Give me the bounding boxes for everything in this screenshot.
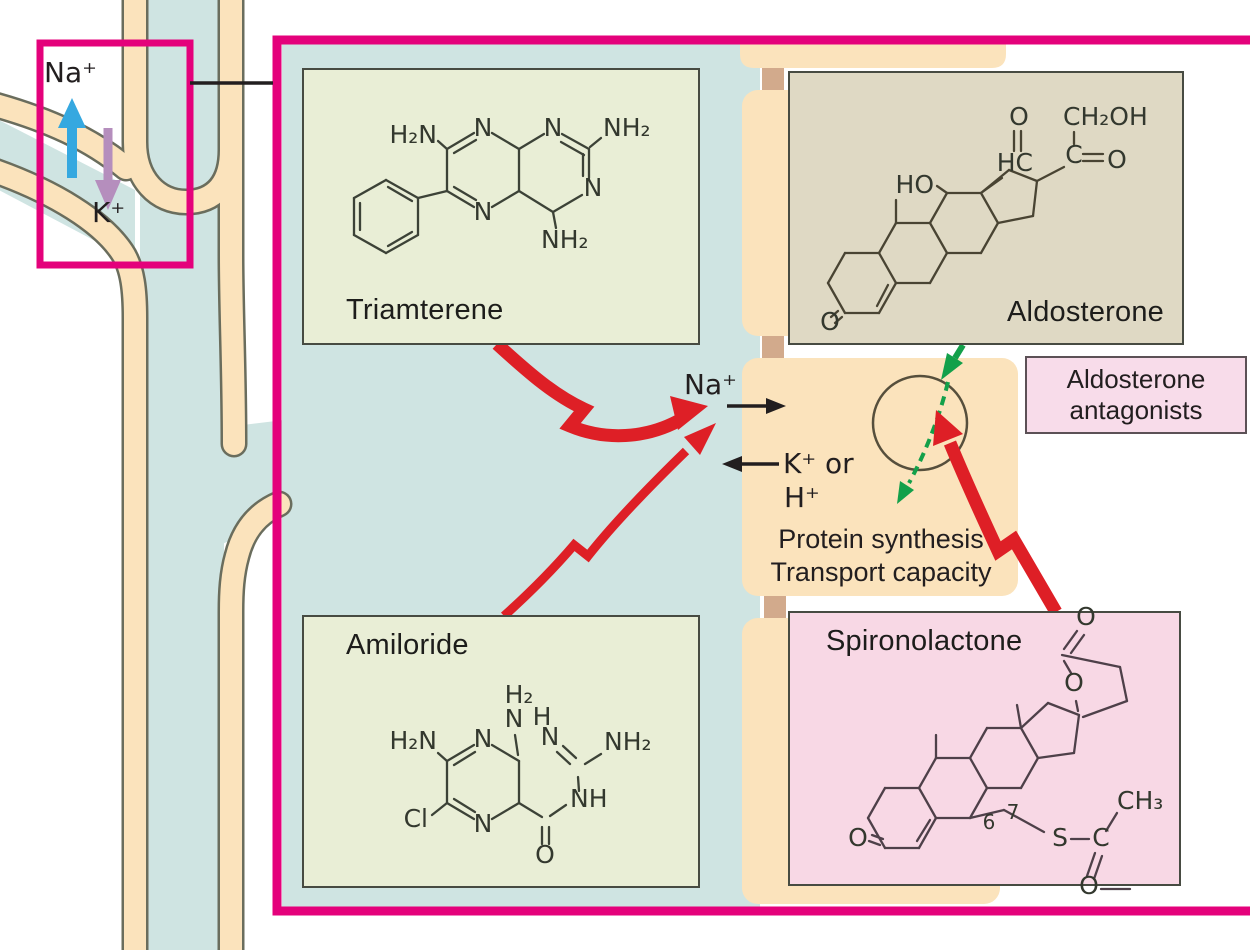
target-cell-body <box>742 358 1018 596</box>
na-influx-arrow <box>727 398 786 414</box>
cell-k-or-label: K⁺ or <box>783 447 854 480</box>
atom-label: NH₂ <box>603 113 651 142</box>
triamterene-inhibition-arrow <box>492 339 708 443</box>
spironolactone-label: Spironolactone <box>826 625 1023 657</box>
atom-label: HC <box>997 148 1033 177</box>
aldosterone-label: Aldosterone <box>1007 296 1164 328</box>
aldosterone-bonds <box>826 129 1105 325</box>
aldosterone-box: O CH₂OH HC C O HO O Aldosterone <box>788 71 1184 345</box>
atom-label: S <box>1052 823 1068 852</box>
atom-label: O <box>848 823 868 852</box>
atom-label: C <box>1092 823 1109 852</box>
atom-label: N <box>474 809 493 838</box>
atom-label: N <box>584 173 603 202</box>
atom-label: O <box>1107 145 1127 174</box>
spironolactone-inhibition-arrow <box>933 410 1062 616</box>
triamterene-structure: H₂N N N NH₂ N N NH₂ <box>352 113 651 255</box>
amiloride-bonds <box>430 733 603 846</box>
atom-label: N <box>544 113 563 142</box>
inset-highlight-box <box>36 39 194 269</box>
atom-label: N <box>474 113 493 142</box>
spironolactone-bonds <box>866 629 1132 891</box>
spironolactone-atom-labels: O O CH₃ S C O O 6 7 <box>848 602 1163 900</box>
sodium-up-arrow <box>58 98 86 178</box>
atom-label: CH₃ <box>1117 786 1163 815</box>
atom-label: NH₂ <box>604 727 652 756</box>
antagonists-line2: antagonists <box>1069 395 1203 425</box>
aldosterone-atom-labels: O CH₂OH HC C O HO O <box>820 102 1148 336</box>
triamterene-bonds <box>352 131 603 255</box>
potassium-down-arrow <box>95 128 121 210</box>
spironolactone-box: O O CH₃ S C O O 6 7 Spironolactone <box>788 602 1181 900</box>
triamterene-atom-labels: H₂N N N NH₂ N N NH₂ <box>389 113 650 254</box>
atom-label: 7 <box>1007 800 1020 824</box>
atom-label: NH₂ <box>541 225 589 254</box>
inset-na-label: Na⁺ <box>44 56 97 89</box>
cell-h-label: H⁺ <box>784 481 820 514</box>
atom-label: O <box>1079 871 1099 900</box>
atom-label: O <box>1064 668 1084 697</box>
atom-label: O <box>1009 102 1029 131</box>
atom-label: N <box>474 197 493 226</box>
cell-na-label: Na⁺ <box>684 368 737 401</box>
spironolactone-structure: O O CH₃ S C O O 6 7 <box>848 602 1163 900</box>
atom-label: C <box>1065 140 1082 169</box>
amiloride-atom-labels: H₂ N H H₂N N N NH₂ Cl N NH O <box>389 680 651 869</box>
k-efflux-arrow <box>722 456 779 472</box>
aldosterone-action-arrow <box>897 343 966 504</box>
atom-label: O <box>820 307 840 336</box>
atom-label: 6 <box>983 810 996 834</box>
magnifier-frame <box>272 35 1250 916</box>
atom-label: CH₂OH <box>1063 102 1148 131</box>
atom-label: NH <box>570 784 608 813</box>
amiloride-inhibition-arrow <box>500 423 716 620</box>
amiloride-label: Amiloride <box>346 629 469 661</box>
aldosterone-antagonists-box: Aldosterone antagonists <box>1025 356 1247 434</box>
atom-label: N <box>541 722 560 751</box>
inset-k-label: K⁺ <box>92 196 126 229</box>
triamterene-box: H₂N N N NH₂ N N NH₂ Triamterene <box>302 68 700 345</box>
atom-label: H₂N <box>389 120 437 149</box>
nucleus-circle <box>871 374 969 472</box>
atom-label: H <box>533 702 552 731</box>
atom-label: Cl <box>404 804 428 833</box>
atom-label: N <box>474 724 493 753</box>
amiloride-box: H₂ N H H₂N N N NH₂ Cl N NH O Amiloride <box>302 615 700 888</box>
atom-label: O <box>535 840 555 869</box>
transport-capacity-label: Transport capacity <box>770 557 992 587</box>
aldosterone-structure: O CH₂OH HC C O HO O <box>820 102 1148 336</box>
atom-label: N <box>505 704 524 733</box>
atom-label: O <box>1076 602 1096 631</box>
atom-label: H₂N <box>389 726 437 755</box>
triamterene-label: Triamterene <box>346 294 504 326</box>
atom-label: H₂ <box>505 680 534 709</box>
protein-synthesis-label: Protein synthesis <box>778 524 984 554</box>
antagonists-line1: Aldosterone <box>1066 363 1206 394</box>
atom-label: HO <box>896 170 934 199</box>
amiloride-structure: H₂ N H H₂N N N NH₂ Cl N NH O <box>389 680 651 869</box>
